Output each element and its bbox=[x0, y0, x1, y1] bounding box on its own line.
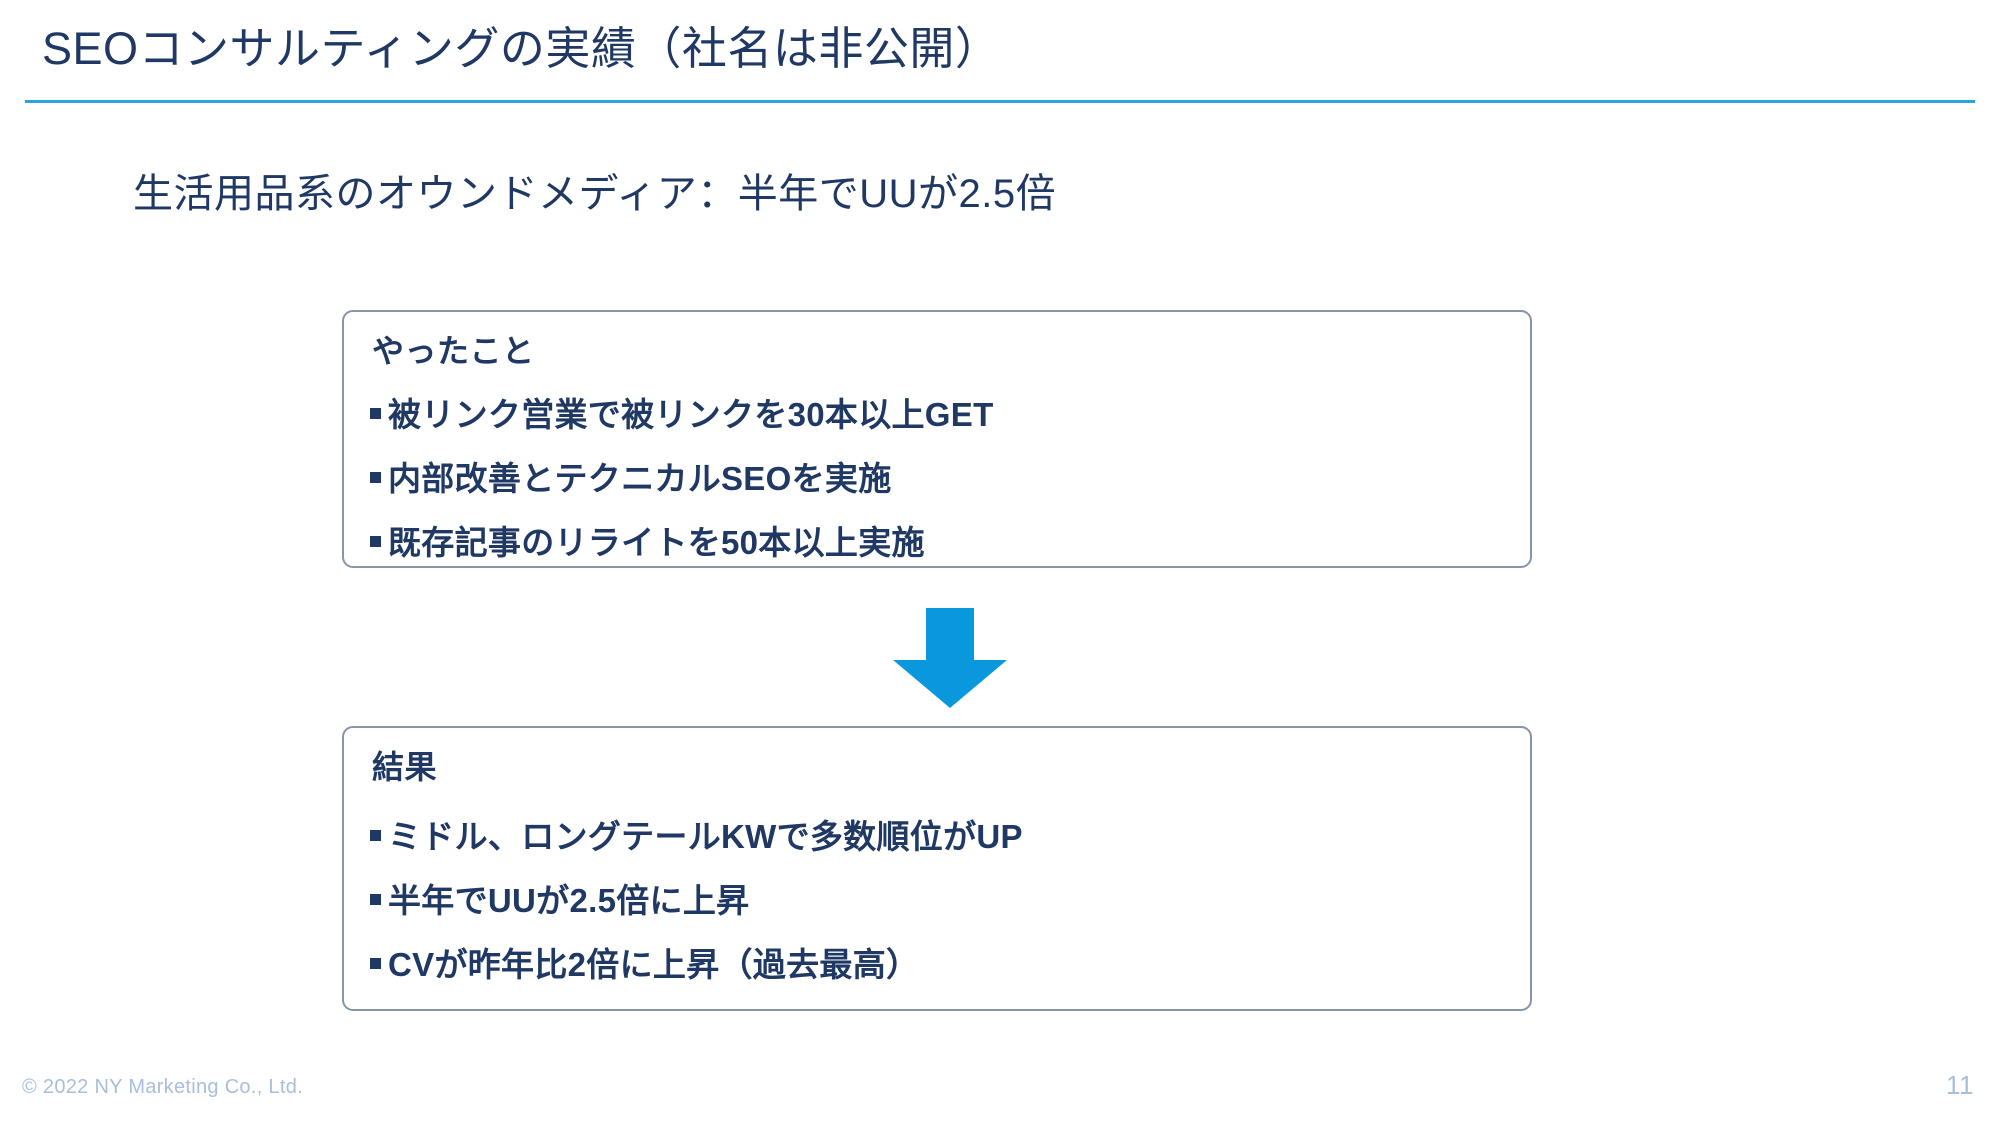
list-item: 被リンク営業で被リンクを30本以上GET bbox=[370, 380, 994, 444]
list-item-label: CVが昨年比2倍に上昇（過去最高） bbox=[388, 946, 920, 983]
square-bullet-icon bbox=[370, 535, 381, 547]
list-item-label: 被リンク営業で被リンクを30本以上GET bbox=[388, 396, 994, 433]
page-title: SEOコンサルティングの実績（社名は非公開） bbox=[42, 23, 1001, 74]
list-item: CVが昨年比2倍に上昇（過去最高） bbox=[370, 930, 1023, 994]
list-item: 既存記事のリライトを50本以上実施 bbox=[370, 508, 994, 572]
list-item: ミドル、ロングテールKWで多数順位がUP bbox=[370, 802, 1023, 866]
square-bullet-icon bbox=[370, 471, 381, 483]
results-panel-heading: 結果 bbox=[372, 749, 438, 785]
actions-panel-heading: やったこと bbox=[372, 333, 535, 369]
results-panel: 結果 ミドル、ロングテールKWで多数順位がUP 半年でUUが2.5倍に上昇 CV… bbox=[342, 726, 1532, 1011]
footer-copyright: © 2022 NY Marketing Co., Ltd. bbox=[22, 1076, 303, 1098]
page-subtitle: 生活用品系のオウンドメディア：半年でUUが2.5倍 bbox=[133, 172, 1057, 216]
title-divider-rule bbox=[25, 100, 1975, 103]
list-item-label: ミドル、ロングテールKWで多数順位がUP bbox=[388, 818, 1023, 855]
square-bullet-icon bbox=[370, 407, 381, 419]
arrow-down-icon bbox=[893, 608, 1007, 708]
page-number: 11 bbox=[1946, 1070, 1974, 1100]
square-bullet-icon bbox=[370, 893, 381, 905]
actions-panel: やったこと 被リンク営業で被リンクを30本以上GET 内部改善とテクニカルSEO… bbox=[342, 310, 1532, 568]
list-item: 内部改善とテクニカルSEOを実施 bbox=[370, 444, 994, 508]
list-item-label: 既存記事のリライトを50本以上実施 bbox=[388, 524, 925, 561]
list-item: 半年でUUが2.5倍に上昇 bbox=[370, 866, 1023, 930]
list-item-label: 半年でUUが2.5倍に上昇 bbox=[388, 882, 750, 919]
actions-list: 被リンク営業で被リンクを30本以上GET 内部改善とテクニカルSEOを実施 既存… bbox=[370, 380, 994, 572]
square-bullet-icon bbox=[370, 957, 381, 969]
results-list: ミドル、ロングテールKWで多数順位がUP 半年でUUが2.5倍に上昇 CVが昨年… bbox=[370, 802, 1023, 994]
list-item-label: 内部改善とテクニカルSEOを実施 bbox=[388, 460, 892, 497]
square-bullet-icon bbox=[370, 829, 381, 841]
